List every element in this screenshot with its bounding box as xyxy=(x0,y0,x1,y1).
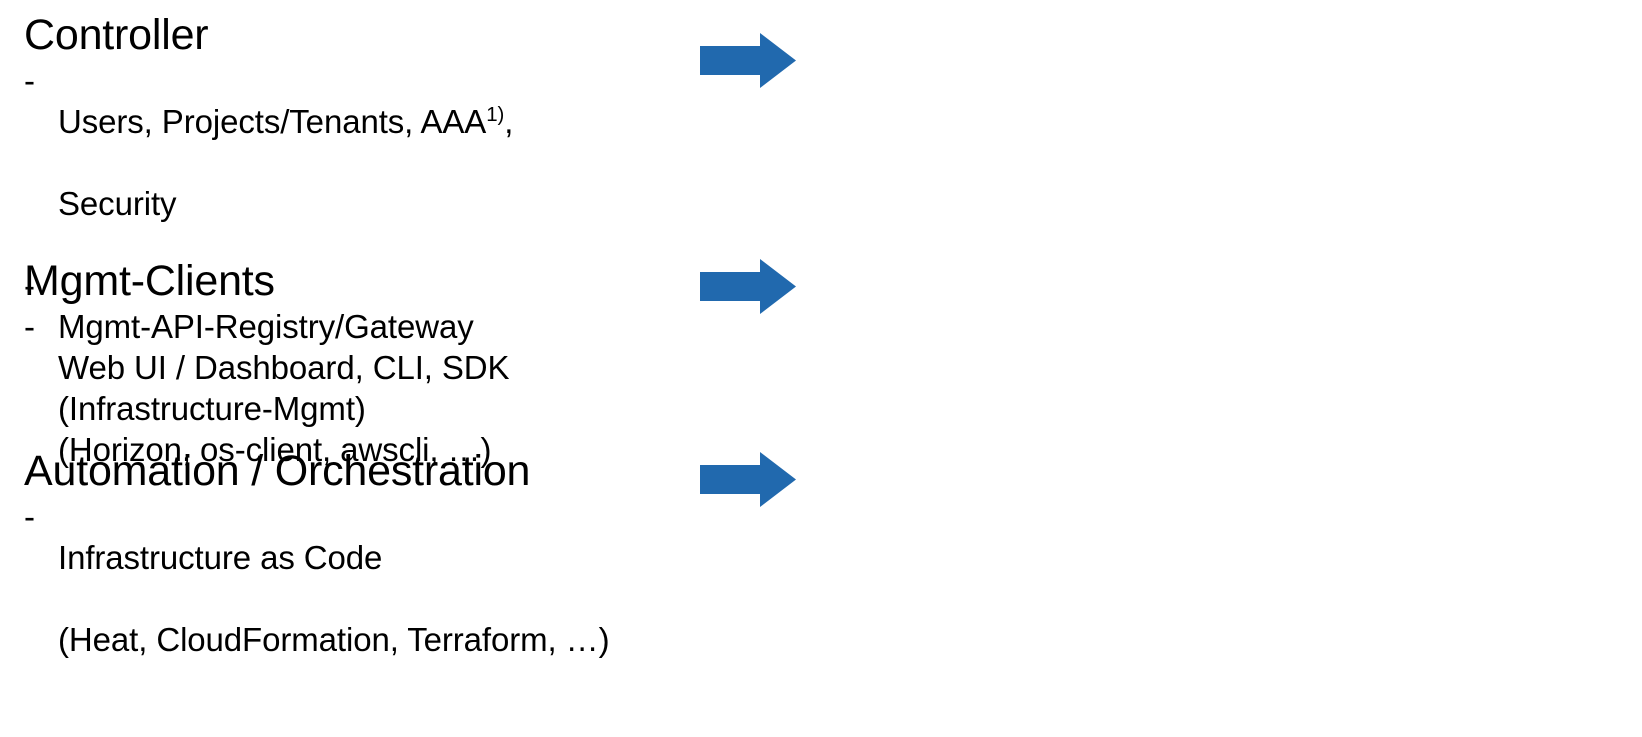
bullet-dash: - xyxy=(24,498,35,535)
bullet-line-1-text: Users, Projects/Tenants, AAA xyxy=(58,103,487,140)
bullet-line-1: Mgmt-API-Registry/Gateway xyxy=(58,308,474,345)
bullet-line-2: (Horizon, os-client, awscli, …) xyxy=(58,431,492,468)
bullet-text: Infrastructure as Code (Heat, CloudForma… xyxy=(58,496,684,701)
left-section-mgmt-clients: Mgmt-Clients - Web UI / Dashboard, CLI, … xyxy=(24,256,684,511)
left-heading-controller: Controller xyxy=(24,11,209,59)
bullet-line-1: Infrastructure as Code xyxy=(58,539,383,576)
bullet-dash: - xyxy=(24,62,35,99)
left-bullets-controller: - Users, Projects/Tenants, AAA1), Securi… xyxy=(24,60,684,470)
bullet-line-1: Web UI / Dashboard, CLI, SDK xyxy=(58,349,510,386)
bullet-line-1: Users, Projects/Tenants, AAA1), xyxy=(58,101,684,142)
arrow-right-icon-automation xyxy=(700,452,796,507)
bullet-line-1-tail: , xyxy=(504,103,514,140)
bullet-line-2: (Infrastructure-Mgmt) xyxy=(58,390,366,427)
bullet-line-2: (Heat, CloudFormation, Terraform, …) xyxy=(58,621,610,658)
arrow-right-icon-mgmt-clients xyxy=(700,259,796,314)
bullet-line-2: Security xyxy=(58,185,177,222)
list-item: - Users, Projects/Tenants, AAA1), Securi… xyxy=(24,60,684,265)
list-item: - Infrastructure as Code (Heat, CloudFor… xyxy=(24,496,684,701)
left-heading-automation: Automation / Orchestration xyxy=(24,447,531,495)
bullet-dash: - xyxy=(24,267,35,304)
bullet-text: Web UI / Dashboard, CLI, SDK (Horizon, o… xyxy=(58,306,684,511)
left-bullets-mgmt-clients: - Web UI / Dashboard, CLI, SDK (Horizon,… xyxy=(24,306,684,511)
left-section-controller: Controller - Users, Projects/Tenants, AA… xyxy=(24,10,684,470)
list-item: - Web UI / Dashboard, CLI, SDK (Horizon,… xyxy=(24,306,684,511)
left-heading-mgmt-clients: Mgmt-Clients xyxy=(24,257,275,305)
footnote-marker: 1) xyxy=(486,103,505,126)
left-section-automation: Automation / Orchestration - Infrastruct… xyxy=(24,446,684,701)
bullet-text: Mgmt-API-Registry/Gateway (Infrastructur… xyxy=(58,265,684,470)
bullet-dash: - xyxy=(24,308,35,345)
arrow-right-icon-controller xyxy=(700,33,796,88)
bullet-text: Users, Projects/Tenants, AAA1), Security xyxy=(58,60,684,265)
list-item: - Mgmt-API-Registry/Gateway (Infrastruct… xyxy=(24,265,684,470)
left-bullets-automation: - Infrastructure as Code (Heat, CloudFor… xyxy=(24,496,684,701)
